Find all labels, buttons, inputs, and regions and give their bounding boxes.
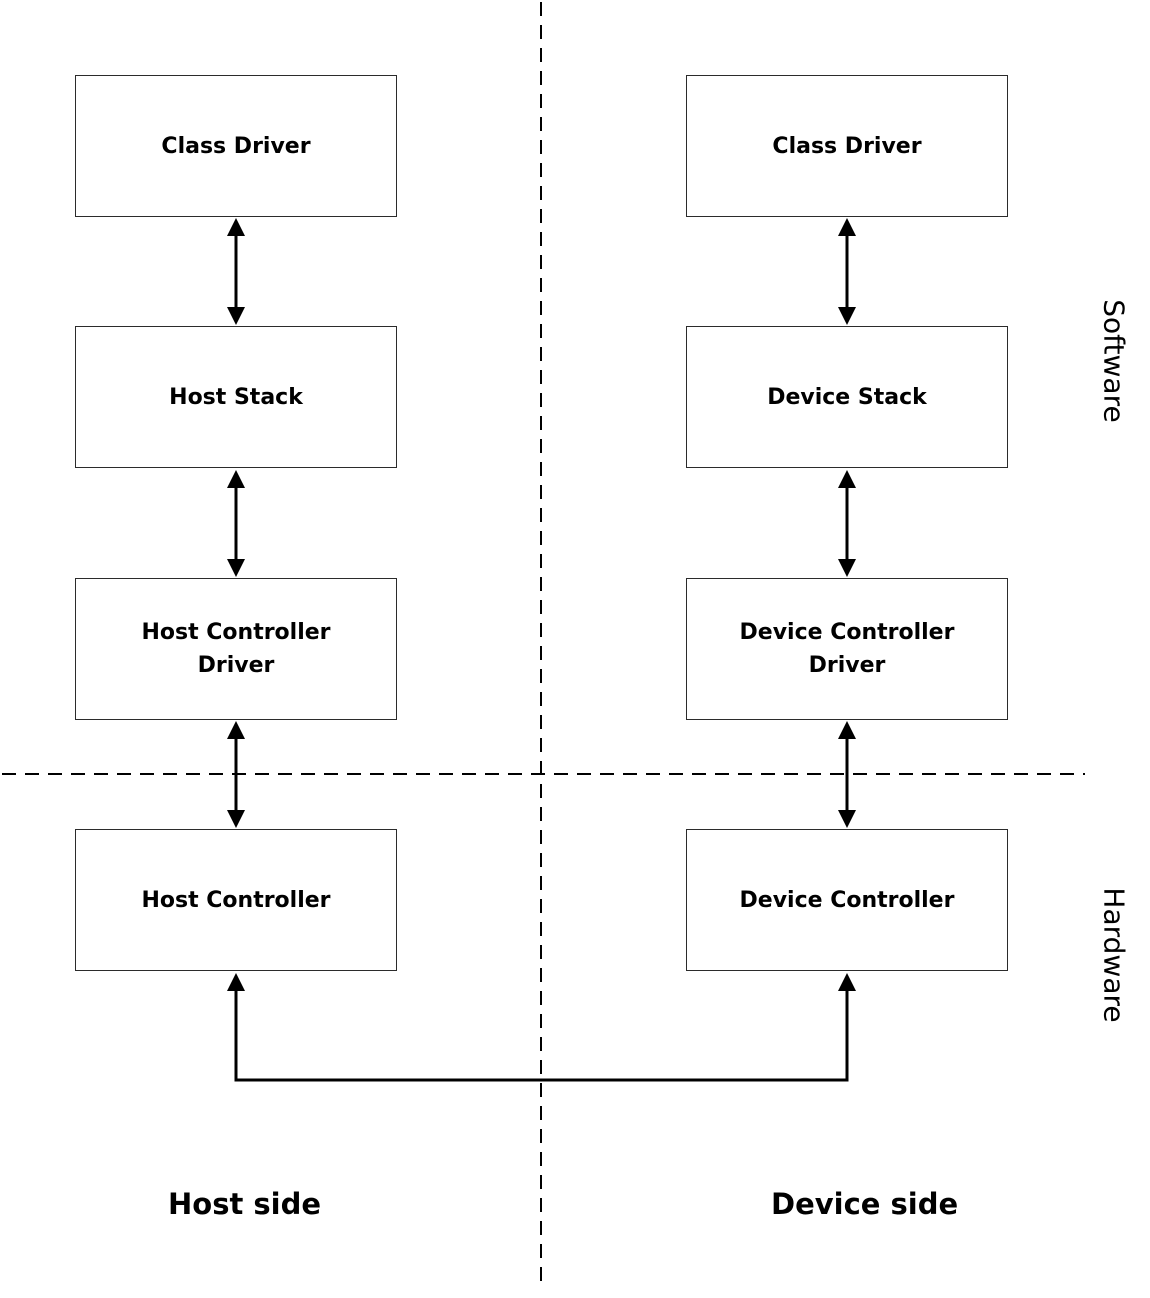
device-class-driver-label: Class Driver [772,133,922,159]
device-stack-label: Device Stack [767,384,927,410]
host-class-driver-box: Class Driver [75,75,397,217]
device-stack-box: Device Stack [686,326,1008,468]
host-controller-driver-label: Host Controller Driver [127,616,344,682]
host-controller-driver-label-line2: Driver [197,653,275,678]
host-controller-driver-box: Host Controller Driver [75,578,397,720]
device-class-driver-box: Class Driver [686,75,1008,217]
device-controller-label: Device Controller [739,887,955,913]
host-stack-box: Host Stack [75,326,397,468]
host-side-label: Host side [168,1187,322,1221]
hardware-layer-label: Hardware [1097,887,1131,1023]
device-controller-driver-box: Device Controller Driver [686,578,1008,720]
host-stack-label: Host Stack [169,384,303,410]
host-controller-label: Host Controller [141,887,331,913]
device-side-label: Device side [771,1187,959,1221]
device-controller-driver-label: Device Controller Driver [739,620,955,678]
device-controller-box: Device Controller [686,829,1008,971]
host-controller-driver-label-line1: Host Controller [141,620,331,645]
host-class-driver-label: Class Driver [161,133,311,159]
software-layer-label: Software [1097,299,1131,423]
bus-connector [227,973,856,1082]
host-controller-box: Host Controller [75,829,397,971]
